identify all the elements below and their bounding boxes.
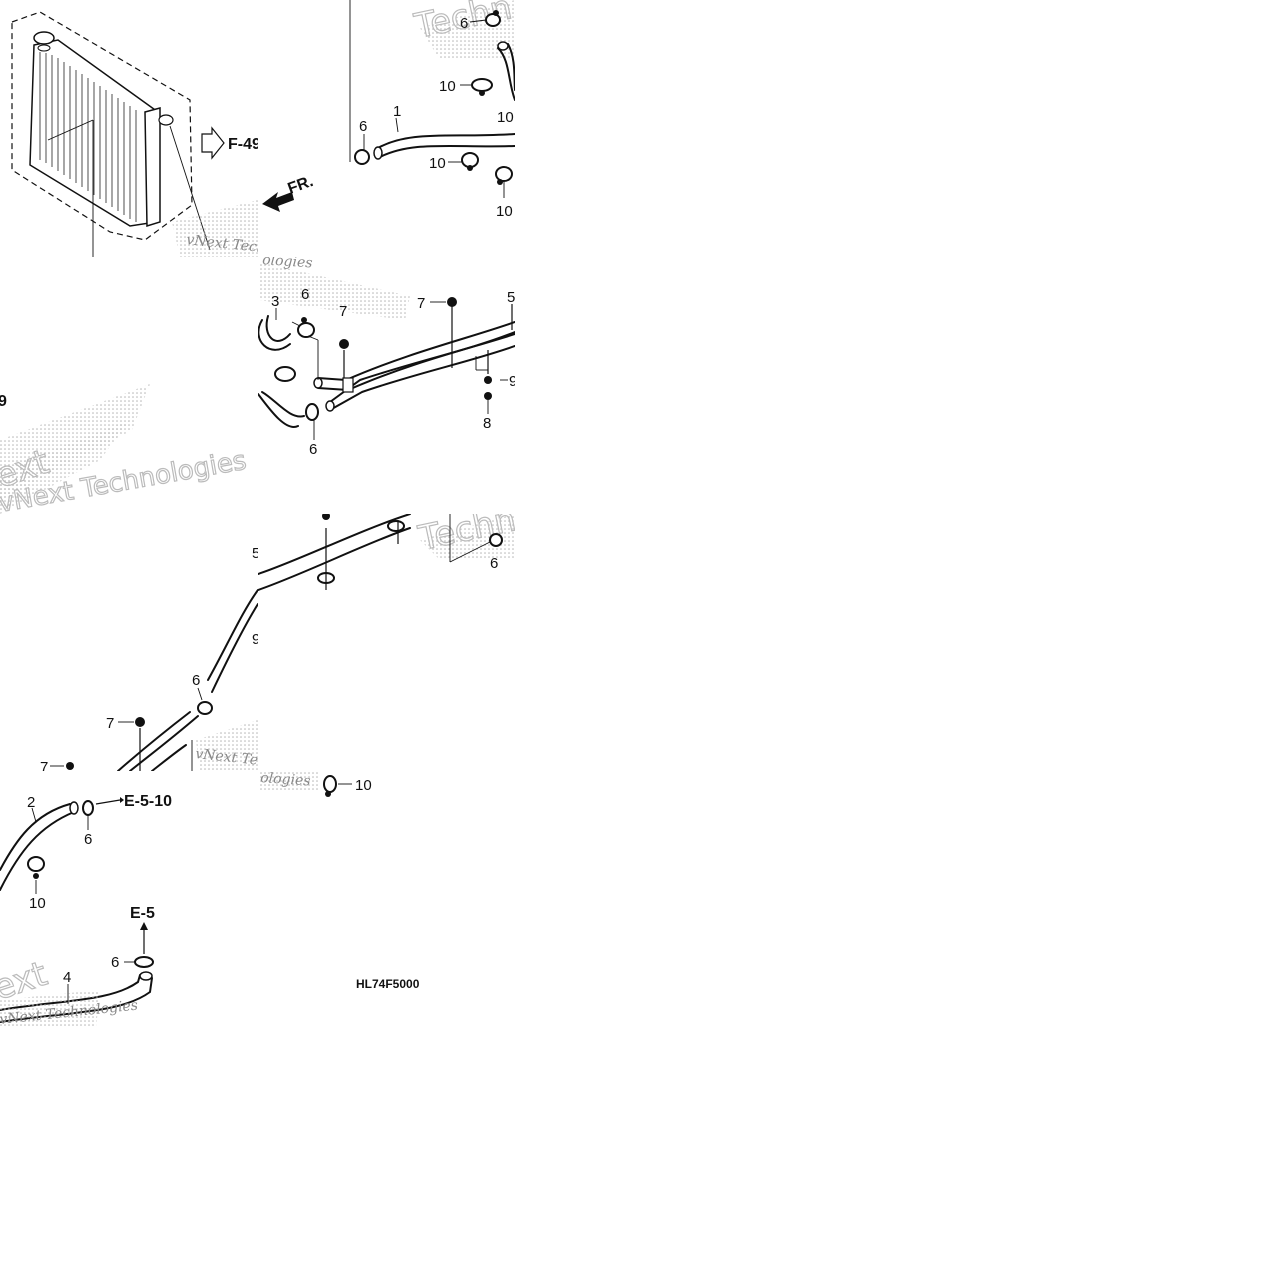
callout-6: 6 — [111, 954, 119, 971]
clamp-10-b — [461, 152, 479, 171]
callout-1: 1 — [393, 103, 401, 120]
callout-5: 5 — [507, 289, 515, 306]
hose-section-3-5: ologies — [258, 252, 517, 458]
callout-6: 6 — [460, 15, 468, 32]
callout-6: 6 — [84, 831, 92, 848]
callout-10: 10 — [355, 777, 372, 794]
callout-7: 7 — [40, 759, 48, 776]
callout-10: 10 — [29, 895, 46, 912]
hose-section-2-4: E-5-10 2 6 10 E-5 6 4 ext vNext Technolo… — [0, 793, 172, 1028]
bolt-7 — [135, 717, 145, 727]
watermark-text: ologies — [260, 770, 311, 789]
diagram-code: HL74F5000 — [356, 977, 420, 991]
radiator-cap — [33, 31, 55, 45]
callout-7: 7 — [106, 715, 114, 732]
clamp-mount-b — [387, 520, 405, 532]
front-label: FR. — [286, 173, 316, 198]
hose-section-5-continued: Techn 6 — [258, 514, 515, 591]
clamp-10 — [323, 775, 337, 793]
front-direction-arrow: FR. — [262, 173, 316, 212]
watermark-tile: 9 ext vNext Technologies — [0, 384, 249, 514]
callout-2: 2 — [27, 794, 35, 811]
ref-label-e510: E-5-10 — [124, 793, 172, 810]
callout-8: 8 — [483, 415, 491, 432]
clamp-10 — [27, 856, 45, 872]
hose-section-1: Techn FR. — [262, 0, 515, 220]
clamp-10 — [274, 366, 296, 382]
clamp-6 — [297, 322, 315, 338]
clamp-6 — [197, 701, 213, 715]
clamp-6-e5 — [134, 956, 154, 968]
callout-7: 7 — [417, 295, 425, 312]
callout-9: 9 — [252, 631, 260, 648]
callout-3: 3 — [271, 293, 279, 310]
bolt-7-b — [339, 339, 349, 378]
clamp-6-lower — [305, 403, 319, 421]
callout-5: 5 — [252, 545, 260, 562]
callout-6: 6 — [301, 286, 309, 303]
callout-6: 6 — [359, 118, 367, 135]
ref-label-e5: E-5 — [130, 905, 155, 922]
bolt-7 — [447, 297, 457, 368]
bolt-7-b — [66, 762, 74, 770]
callout-10: 10 — [496, 203, 513, 220]
callout-10: 10 — [439, 78, 456, 95]
clamp-6 — [489, 533, 503, 547]
callout-4: 4 — [63, 969, 71, 986]
ref-label-f49: F-49 — [228, 136, 261, 153]
clamp-10-a — [471, 78, 493, 96]
radiator-fins — [39, 52, 137, 222]
callout-6: 6 — [490, 555, 498, 572]
callout-9: 9 — [509, 373, 517, 390]
clamp-6 — [82, 800, 94, 816]
callout-7: 7 — [339, 303, 347, 320]
clamp-section-10: ologies 10 HL74F5000 — [258, 770, 420, 991]
callout-10: 10 — [497, 109, 514, 126]
callout-6: 6 — [192, 672, 200, 689]
radiator-assembly: F-49 vNext Technologies — [11, 11, 261, 257]
hose-section-down: 6 7 7 9 5 vNext Technologies — [40, 545, 260, 776]
callout-10: 10 — [429, 155, 446, 172]
clamp-10-c — [495, 166, 513, 185]
watermark-text: ologies — [262, 252, 313, 271]
clamp-6-b — [354, 149, 370, 165]
callout-9: 9 — [0, 393, 7, 410]
callout-6: 6 — [309, 441, 317, 458]
ref-arrow-f49: F-49 — [201, 126, 261, 160]
nut-9-bolt-8 — [475, 350, 492, 400]
